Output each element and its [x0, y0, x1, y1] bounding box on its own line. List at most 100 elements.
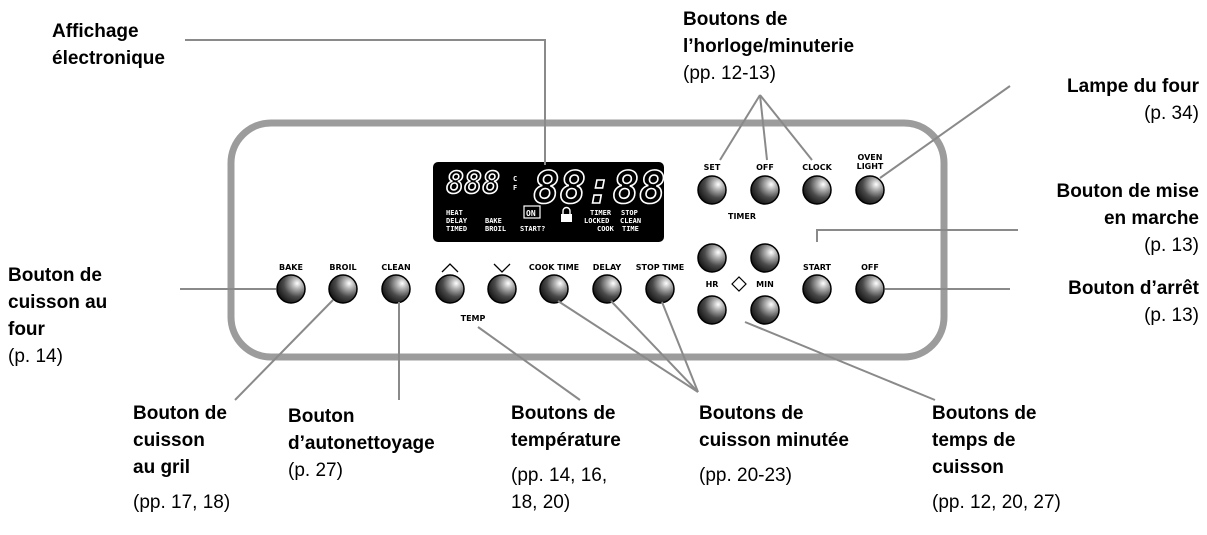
set-button[interactable]: SET: [697, 163, 727, 205]
stop-time-button[interactable]: STOP TIME: [636, 263, 685, 304]
clock-button[interactable]: CLOCK: [802, 163, 833, 205]
timer-label: TIMER: [728, 212, 756, 221]
callout-cook-time-line-2: temps de: [932, 430, 1016, 451]
oven-light-button[interactable]: OVEN LIGHT: [855, 153, 885, 205]
start-button[interactable]: START: [802, 263, 832, 304]
ind-bake: BAKE: [485, 217, 502, 225]
callout-oven-light-pages: (p. 34): [1144, 103, 1199, 124]
clock-digits: 88:88: [533, 163, 665, 214]
broil-button-label: BROIL: [329, 263, 356, 272]
callout-bake-line-1: Bouton de: [8, 265, 102, 286]
ind-broil: BROIL: [485, 225, 506, 233]
temp-label: TEMP: [461, 314, 486, 323]
up-down-arrows-icon: [731, 276, 747, 292]
callout-start-line-1: Bouton de mise: [1056, 181, 1199, 202]
leader-timed-stop-time: [661, 301, 699, 393]
leader-oven-light: [879, 85, 1011, 179]
ind-clean: CLEAN: [620, 217, 641, 225]
clean-button-label: CLEAN: [381, 263, 410, 272]
ind-heat: HEAT: [446, 209, 463, 217]
callout-display-line-2: électronique: [52, 48, 165, 69]
oven-light-label-2: LIGHT: [857, 162, 884, 171]
leader-start: [816, 229, 1018, 242]
temp-up-button[interactable]: [435, 263, 465, 304]
callout-oven-light: Lampe du four (p. 34): [1067, 73, 1199, 127]
callout-bake: Bouton de cuisson au four (p. 14): [8, 262, 107, 370]
hr-up-button[interactable]: [697, 243, 727, 273]
cook-time-button[interactable]: COOK TIME: [529, 263, 579, 304]
unit-c: C: [513, 175, 517, 183]
callout-cook-time: Boutons de temps de cuisson (pp. 12, 20,…: [932, 400, 1061, 516]
ind-cook: COOK: [597, 225, 615, 233]
leader-cook-time: [744, 321, 936, 401]
callout-broil-pages: (pp. 17, 18): [133, 492, 231, 513]
chevron-up-icon: [441, 263, 459, 273]
set-button-label: SET: [704, 163, 721, 172]
timer-off-button[interactable]: OFF: [750, 163, 780, 205]
leader-clock-set: [719, 94, 761, 161]
callout-broil-line-2: cuisson: [133, 430, 205, 451]
bake-button-label: BAKE: [279, 263, 303, 272]
callout-temperature-line-1: Boutons de: [511, 403, 616, 424]
callout-cook-time-line-3: cuisson: [932, 457, 1004, 478]
callout-clock-timer-pages: (pp. 12-13): [683, 63, 776, 84]
min-down-button[interactable]: [750, 295, 780, 325]
temp-down-button[interactable]: [487, 263, 517, 304]
hr-down-button[interactable]: [697, 295, 727, 325]
callout-bake-pages: (p. 14): [8, 346, 63, 367]
leader-display: [185, 39, 546, 165]
leader-timed-cook-time: [557, 300, 699, 393]
leader-broil: [234, 299, 334, 401]
off-button-label: OFF: [861, 263, 879, 272]
leader-timed-delay: [610, 300, 699, 393]
callout-timed-cooking-line-1: Boutons de: [699, 403, 804, 424]
ind-time: TIME: [622, 225, 639, 233]
clean-button[interactable]: CLEAN: [381, 263, 411, 304]
unit-f: F: [513, 184, 517, 192]
callout-display-line-1: Affichage: [52, 21, 139, 42]
ind-on: ON: [526, 209, 536, 218]
stop-time-button-label: STOP TIME: [636, 263, 685, 272]
off-button[interactable]: OFF: [855, 263, 885, 304]
callout-off-pages: (p. 13): [1144, 305, 1199, 326]
min-up-button[interactable]: [750, 243, 780, 273]
callout-timed-cooking-pages: (pp. 20-23): [699, 465, 792, 486]
clock-button-label: CLOCK: [802, 163, 832, 172]
broil-button[interactable]: BROIL: [328, 263, 358, 304]
ind-locked: LOCKED: [584, 217, 609, 225]
callout-start-line-2: en marche: [1103, 208, 1199, 229]
leader-lines: [180, 39, 1018, 401]
delay-button-label: DELAY: [593, 263, 622, 272]
ind-delay: DELAY: [446, 217, 468, 225]
callout-timed-cooking-line-2: cuisson minutée: [699, 430, 849, 451]
callout-off: Bouton d’arrêt (p. 13): [1068, 275, 1199, 329]
leader-clock-clock: [759, 94, 813, 161]
start-button-label: START: [803, 263, 832, 272]
callout-cook-time-line-1: Boutons de: [932, 403, 1037, 424]
ind-start: START?: [520, 225, 545, 233]
callout-temperature-pages-1: (pp. 14, 16,: [511, 465, 608, 486]
hr-label: HR: [706, 280, 719, 289]
lock-icon: [561, 206, 572, 222]
callout-clock-timer: Boutons de l’horloge/minuterie (pp. 12-1…: [683, 6, 854, 87]
callout-broil: Bouton de cuisson au gril (pp. 17, 18): [133, 400, 230, 516]
bake-button[interactable]: BAKE: [276, 263, 306, 304]
callout-bake-line-3: four: [8, 319, 45, 340]
callout-oven-light-line-1: Lampe du four: [1067, 76, 1199, 97]
ind-timed: TIMED: [446, 225, 467, 233]
callout-start-pages: (p. 13): [1144, 235, 1199, 256]
callout-timed-cooking: Boutons de cuisson minutée (pp. 20-23): [699, 400, 849, 489]
callout-clock-timer-line-2: l’horloge/minuterie: [683, 36, 855, 57]
cook-time-button-label: COOK TIME: [529, 263, 579, 272]
callout-cook-time-pages: (pp. 12, 20, 27): [932, 492, 1061, 513]
timer-off-button-label: OFF: [756, 163, 774, 172]
leader-clock-off: [759, 94, 768, 161]
callout-clock-timer-line-1: Boutons de: [683, 9, 788, 30]
chevron-down-icon: [493, 263, 511, 273]
callout-clean-line-2: d’autonettoyage: [288, 433, 435, 454]
delay-button[interactable]: DELAY: [592, 263, 622, 304]
min-label: MIN: [756, 280, 774, 289]
callout-broil-line-1: Bouton de: [133, 403, 227, 424]
callout-clean-line-1: Bouton: [288, 406, 355, 427]
